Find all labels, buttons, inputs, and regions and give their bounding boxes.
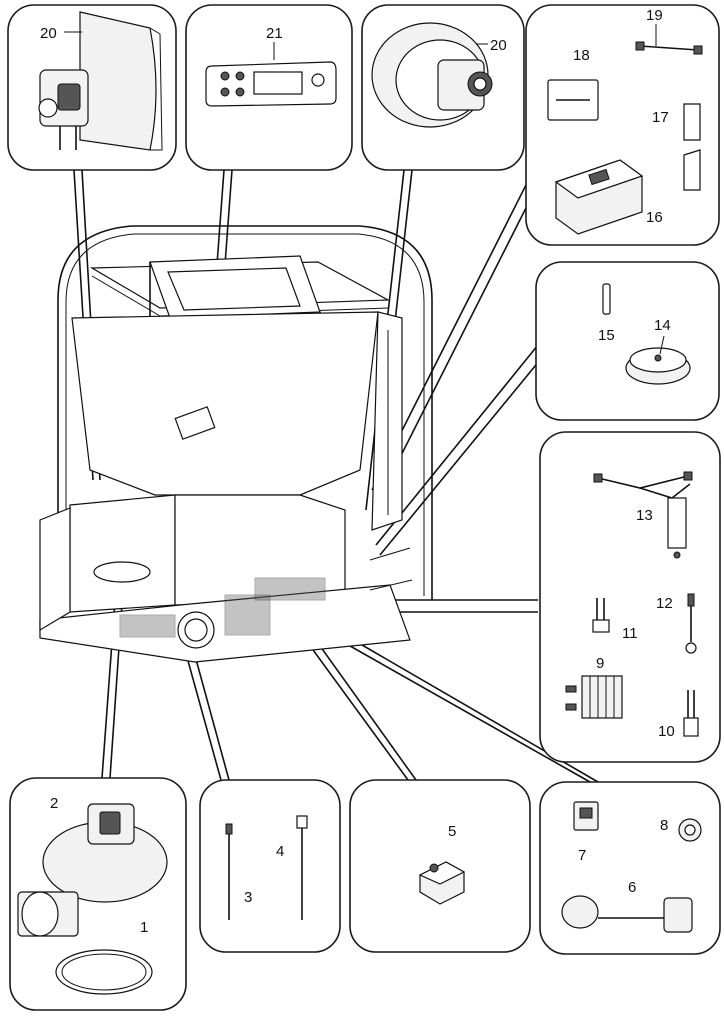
bracket-icon-17 <box>683 103 701 191</box>
label-part-8: 8 <box>660 817 668 834</box>
callout-box-14-15 <box>535 261 720 421</box>
combustion-fan-icon <box>371 22 493 128</box>
cable-icon-19 <box>635 24 703 55</box>
callout-box-16-19 <box>525 4 720 246</box>
label-part-3: 3 <box>244 889 252 906</box>
thermocouple-icon-3 <box>225 823 233 920</box>
label-part-18: 18 <box>573 47 590 64</box>
label-part-21: 21 <box>266 25 283 42</box>
pressure-switch-icon-14 <box>625 335 691 385</box>
control-board-icon-16 <box>554 159 644 235</box>
label-part-20-right: 20 <box>490 37 507 54</box>
callout-box-21 <box>185 4 353 171</box>
exhaust-fan-icon-2 <box>17 803 168 937</box>
label-part-15: 15 <box>598 327 615 344</box>
wiring-harness-icon-13 <box>593 471 693 559</box>
label-part-12: 12 <box>656 595 673 612</box>
sensor-rod-icon-15 <box>602 283 611 315</box>
label-part-9: 9 <box>596 655 604 672</box>
label-part-13: 13 <box>636 507 653 524</box>
display-module-icon-18 <box>547 79 599 121</box>
callout-box-9-13 <box>539 431 721 763</box>
callout-box-3-4 <box>199 779 341 953</box>
terminal-block-icon-9 <box>565 675 623 719</box>
label-part-1: 1 <box>140 919 148 936</box>
label-part-7: 7 <box>578 847 586 864</box>
label-part-20-left: 20 <box>40 25 57 42</box>
label-part-4: 4 <box>276 843 284 860</box>
stove-main-assembly <box>39 225 433 663</box>
callout-box-20-right <box>361 4 525 171</box>
base-vent-grid <box>119 577 326 638</box>
label-part-19: 19 <box>646 7 663 24</box>
fan-motor-icon <box>38 11 163 151</box>
power-cord-icon-6 <box>561 895 693 933</box>
label-part-10: 10 <box>658 723 675 740</box>
igniter-switch-icon-5 <box>418 861 466 905</box>
grommet-icon-8 <box>678 818 702 842</box>
callout-box-1-2 <box>9 777 187 1011</box>
relay-icon-10 <box>683 690 699 737</box>
probe-icon-4 <box>296 815 308 920</box>
probe-icon-12 <box>685 593 697 654</box>
part-number-labels: 20 21 20 19 18 17 16 15 14 13 12 11 9 10… <box>40 7 675 936</box>
label-part-17: 17 <box>652 109 669 126</box>
switch-icon-7 <box>573 801 599 831</box>
label-part-16: 16 <box>646 209 663 226</box>
label-part-5: 5 <box>448 823 456 840</box>
label-part-6: 6 <box>628 879 636 896</box>
label-part-2: 2 <box>50 795 58 812</box>
gasket-ring-icon-1 <box>55 949 153 995</box>
callout-box-5 <box>349 779 531 953</box>
callout-box-20-left <box>7 4 177 171</box>
callout-box-6-8 <box>539 781 721 955</box>
connector-icon-11 <box>592 598 610 633</box>
label-part-11: 11 <box>622 625 638 642</box>
label-part-14: 14 <box>654 317 671 334</box>
control-panel-icon <box>205 61 337 107</box>
